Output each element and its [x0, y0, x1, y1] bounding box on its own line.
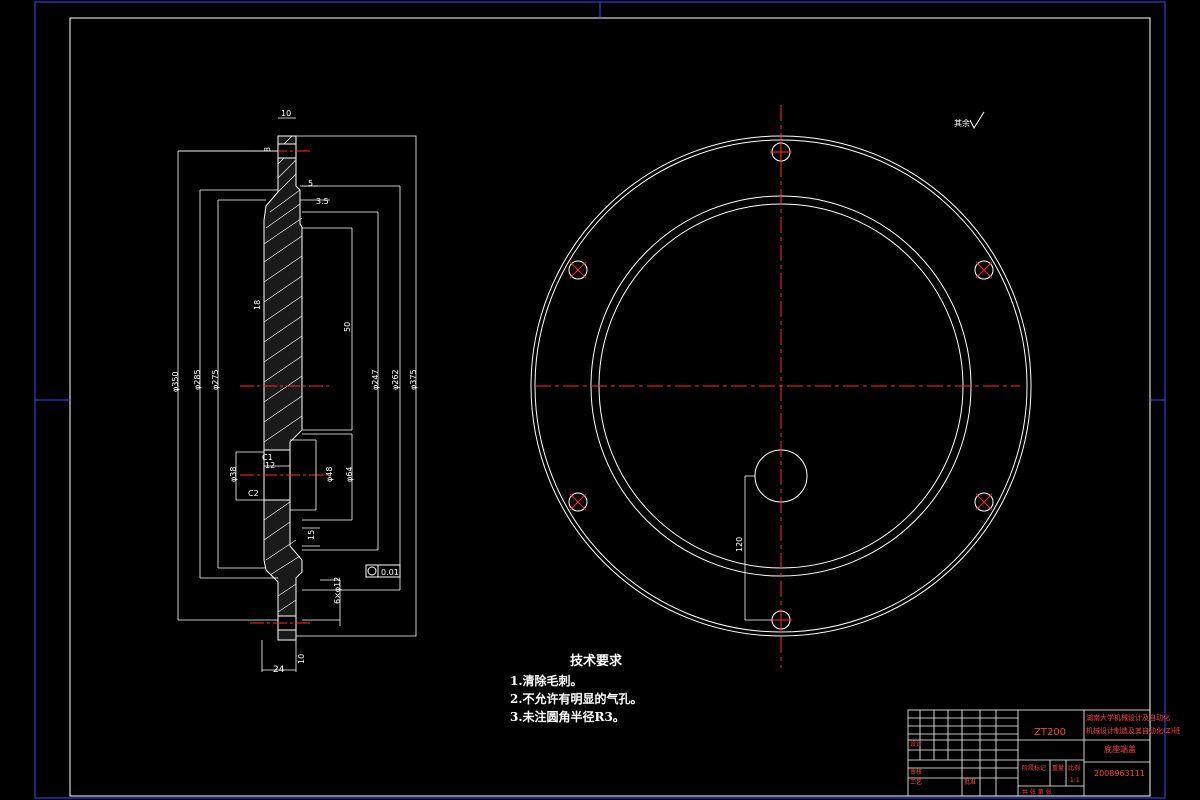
scale-value: 1:1: [1070, 777, 1080, 784]
inner-frame: [69, 17, 1151, 797]
row-approve: 批准: [964, 778, 976, 786]
dim-d262: φ262: [391, 369, 400, 390]
stage-label: 阶段标记: [1022, 764, 1046, 772]
dim-c1: C1: [262, 453, 273, 462]
section-body: [263, 135, 303, 641]
tech-requirement-2: 2.不允许有明显的气孔。: [510, 692, 643, 706]
tech-requirement-1: 1.清除毛刺。: [510, 674, 583, 688]
dim-d64: φ64: [345, 467, 354, 482]
dim-d247: φ247: [371, 369, 380, 390]
dim-hole-width: 12: [265, 461, 275, 470]
dim-chamfer-top: 3.5: [316, 197, 329, 206]
dim-top-width: 10: [281, 109, 291, 118]
dim-step: 5: [308, 179, 313, 188]
hatch: [263, 135, 303, 629]
dim-d350: φ350: [171, 371, 180, 392]
dim-d375: φ375: [409, 369, 418, 390]
dim-bottom-thickness: 10: [297, 654, 306, 664]
school-line-1: 湖南大学机械设计及自动化: [1086, 713, 1170, 722]
student-number: 2008963111: [1094, 769, 1145, 778]
dim-d48: φ48: [325, 467, 334, 482]
row-process: 工艺: [910, 778, 922, 786]
dim-d275: φ275: [211, 369, 220, 390]
dim-d38: φ38: [229, 467, 238, 482]
school-line-2: 机械设计制造及其自动化(Z)班: [1086, 726, 1180, 735]
dim-d285: φ285: [193, 369, 202, 390]
bolt-hole-crosses: [569, 141, 993, 631]
weight-label: 重量: [1052, 764, 1064, 772]
drawing-code: ZT200: [1034, 727, 1066, 738]
sheet-info: 共 张 第 张: [1022, 788, 1052, 796]
roughness-symbol: [969, 111, 985, 130]
dim-offset: 120: [735, 537, 744, 552]
title-block: [907, 709, 1151, 797]
offset-dimension: [744, 475, 772, 621]
dim-inner-height: 18: [253, 300, 262, 310]
tolerance-value: 0.01: [381, 568, 399, 577]
dim-c2: C2: [248, 489, 259, 498]
dim-bolt: 6×φ12: [333, 577, 342, 604]
tech-requirement-3: 3.未注圆角半径R3。: [510, 710, 625, 724]
dim-bottom-width: 24: [273, 665, 285, 675]
plan-view: 120 其余: [530, 105, 1032, 668]
plan-centerlines: [535, 105, 1020, 668]
part-name: 底座端盖: [1104, 744, 1136, 754]
dim-flange-thickness: 8: [263, 147, 272, 152]
dim-depth: 50: [343, 322, 352, 332]
dimension-lines: [177, 117, 417, 672]
tech-requirements-title: 技术要求: [570, 654, 623, 669]
row-review: 审核: [910, 768, 922, 776]
centering-marks: [35, 2, 1165, 401]
section-view: [177, 117, 417, 672]
dim-h15: 15: [307, 530, 316, 540]
tolerance-frame: [365, 564, 401, 578]
scale-label: 比例: [1068, 764, 1080, 772]
row-design: 设计: [910, 740, 922, 748]
roughness-note: 其余: [954, 118, 970, 128]
